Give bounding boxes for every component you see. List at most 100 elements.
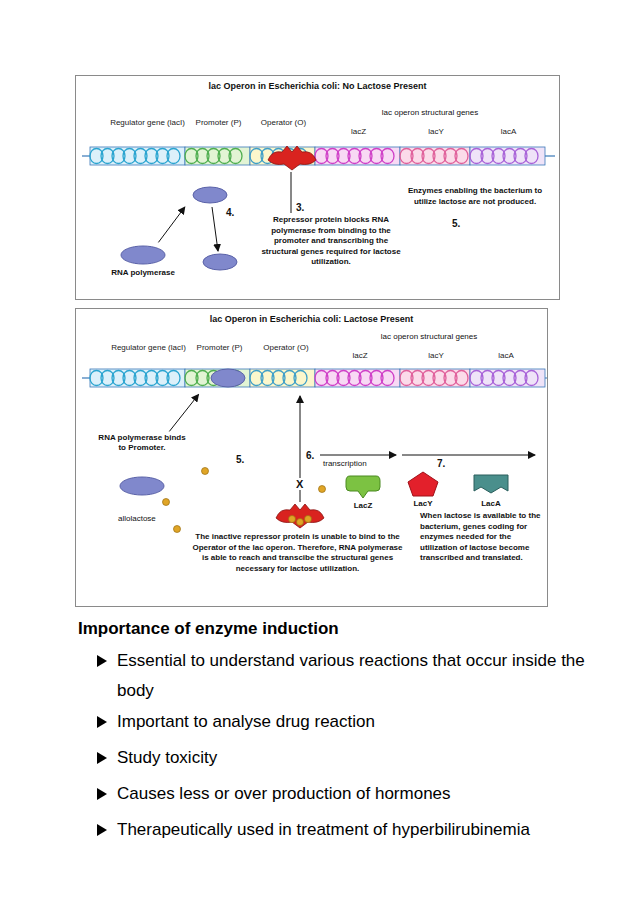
- allolactose-dot: [174, 526, 181, 533]
- gene-band: [185, 369, 250, 387]
- gene-band: [90, 147, 185, 165]
- gene-label: Operator (O): [251, 118, 316, 128]
- group-label: lac operon structural genes: [315, 108, 545, 118]
- bullet-triangle: [97, 716, 107, 728]
- gene-segment: lacA: [471, 351, 541, 370]
- bullet-text: Causes less or over production of hormon…: [117, 779, 617, 809]
- rna-polymerase-symbol: [203, 254, 237, 270]
- gene-label: lacY: [401, 127, 471, 137]
- section-heading: Importance of enzyme induction: [78, 618, 339, 640]
- callout-text: The inactive repressor protein is unable…: [190, 532, 405, 574]
- rna-polymerase: RNA polymerase binds to Promoter.: [96, 433, 188, 499]
- helix-loop: [167, 371, 180, 386]
- gene-band: [400, 147, 470, 165]
- block-mark: X: [294, 478, 305, 490]
- helix-loop: [294, 371, 307, 386]
- gene-label: Operator (O): [253, 343, 319, 353]
- callout-number: 3.: [296, 202, 304, 214]
- gene-segment: Operator (O): [253, 343, 319, 370]
- rna-polymerase-symbol: [120, 477, 164, 495]
- bullet-triangle: [97, 824, 107, 836]
- translation-arrow: [402, 455, 535, 456]
- allolactose-dot: [202, 468, 209, 475]
- helix-loop: [167, 149, 180, 164]
- node-outline: [344, 473, 382, 499]
- gene-segment: Regulator gene (lacI): [109, 118, 186, 166]
- lacz-symbol: [346, 476, 380, 498]
- gene-band: [315, 147, 400, 165]
- bullet-text: Study toxicity: [117, 743, 617, 773]
- node-outline: [406, 471, 440, 497]
- enzyme-shape: LacZ: [344, 473, 382, 513]
- callout-text: Enzymes enabling the bacterium to utiliz…: [400, 186, 550, 207]
- allolactose-dot: [297, 519, 304, 526]
- gene-label: Regulator gene (lacI): [109, 118, 186, 128]
- callout-number: 5.: [452, 218, 460, 230]
- enzyme-shape: LacA: [471, 471, 511, 511]
- callout-number: 4.: [226, 207, 234, 219]
- gene-band: [400, 369, 470, 387]
- bullet-text: Essential to understand various reaction…: [117, 646, 617, 706]
- helix-loop: [525, 149, 538, 164]
- callout-text: When lactose is available to the bacteri…: [420, 511, 546, 564]
- bullet-text: Important to analyse drug reaction: [117, 707, 617, 737]
- group-label: lac operon structural genes: [318, 332, 540, 342]
- gene-band: [185, 147, 250, 165]
- panel-title: lac Operon in Escherichia coli: Lactose …: [76, 309, 547, 325]
- molecule-label: allolactose: [118, 514, 156, 524]
- bullet-text: Therapeutically used in treatment of hyp…: [117, 815, 617, 845]
- process-label: transcription: [323, 459, 367, 469]
- gene-segment: lacZ: [316, 127, 401, 166]
- callout-number: 7.: [437, 458, 445, 470]
- rna-polymerase-symbol: [211, 369, 245, 387]
- lacy-symbol: [408, 472, 438, 496]
- gene-segment: Promoter (P): [186, 118, 251, 206]
- dna-end: [82, 155, 90, 156]
- dna-end: [82, 377, 90, 378]
- enzyme-label: LacA: [471, 499, 511, 509]
- gene-label: Regulator gene (lacI): [111, 343, 186, 353]
- gene-label: lacA: [471, 351, 541, 361]
- repressor-protein: [276, 504, 324, 528]
- enzyme-label: LacZ: [344, 501, 382, 511]
- dna-end: [545, 155, 555, 156]
- gene-label: lacA: [471, 127, 546, 137]
- helix-loop: [455, 149, 468, 164]
- panel-title: lac Operon in Escherichia coli: No Lacto…: [76, 76, 559, 92]
- dna-strips: [82, 147, 555, 387]
- allolactose-dot: [289, 516, 296, 523]
- node-outline: [106, 244, 180, 266]
- dna-end: [545, 377, 547, 378]
- repressor-protein: [268, 146, 316, 170]
- gene-segment: Regulator gene (lacI): [111, 343, 186, 370]
- enzyme-label: LacY: [406, 499, 440, 509]
- transcription-arrow: [320, 455, 396, 456]
- gene-segment: lacZ: [319, 351, 401, 370]
- gene-label: lacZ: [319, 351, 401, 361]
- allolactose-dot: [305, 516, 312, 523]
- callout-text: Repressor protein blocks RNA polymerase …: [256, 215, 406, 268]
- bullet-triangle: [97, 788, 107, 800]
- helix-loop: [381, 149, 394, 164]
- node-outline: [471, 471, 511, 497]
- gene-segment: lacA: [471, 127, 546, 166]
- laca-symbol: [474, 475, 508, 493]
- helix-loop: [229, 149, 242, 164]
- gene-label: lacY: [401, 351, 471, 361]
- connector-arrow: [169, 395, 198, 432]
- connector-arrow: [158, 207, 184, 242]
- gene-band: [315, 369, 400, 387]
- bullet-triangle: [97, 752, 107, 764]
- allolactose-dot: [163, 499, 170, 506]
- leader-line: [291, 172, 292, 213]
- gene-segment: lacY: [401, 127, 471, 166]
- bullet-triangle: [97, 655, 107, 667]
- gene-band: [470, 147, 545, 165]
- rna-polymerase-symbol: [121, 246, 165, 264]
- gene-segment: Promoter (P): [186, 343, 253, 393]
- enzyme-label: RNA polymerase binds to Promoter.: [96, 433, 188, 453]
- gene-band: [470, 369, 545, 387]
